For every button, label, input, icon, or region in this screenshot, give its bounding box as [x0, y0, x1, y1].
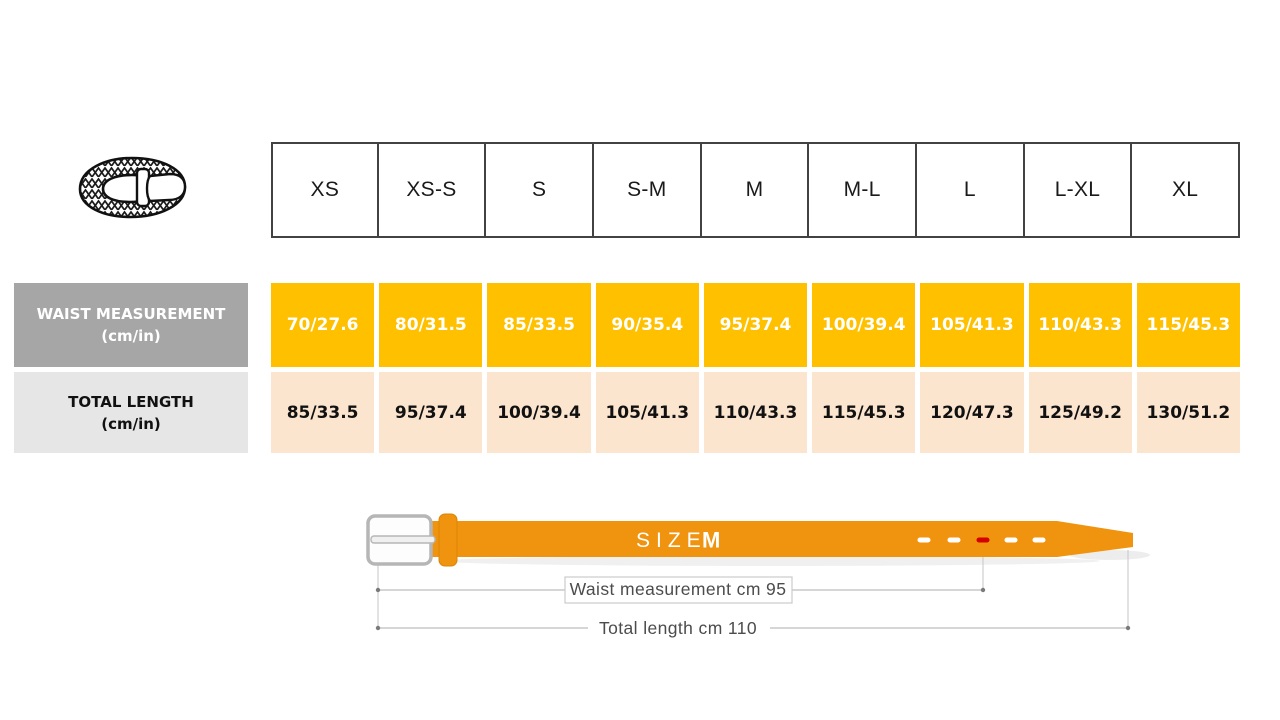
dimension-endpoint-dot [375, 625, 381, 631]
waist-value-cell: 105/41.3 [920, 283, 1024, 367]
length-value-cell: 85/33.5 [271, 372, 375, 453]
belt-tip [1057, 521, 1133, 557]
size-header-cell-sm: S-M [593, 142, 702, 238]
size-word-label: SIZE [636, 529, 707, 552]
dimension-endpoint-dot [1125, 625, 1131, 631]
belt-keeper-loop [438, 513, 458, 567]
length-label-line1: TOTAL LENGTH [68, 392, 194, 411]
size-header-cell-ml: M-L [809, 142, 917, 238]
length-value-cell: 100/39.4 [487, 372, 591, 453]
waist-value-cell: 70/27.6 [271, 283, 375, 367]
belt-hole [1032, 537, 1046, 543]
size-header-row: XS XS-S S S-M M M-L L L-XL XL [271, 142, 1240, 238]
size-values-grid: 70/27.6 80/31.5 85/33.5 90/35.4 95/37.4 … [271, 283, 1240, 453]
belt-hole [1004, 537, 1018, 543]
size-header-cell-s: S [486, 142, 594, 238]
size-value-label: M [702, 528, 720, 553]
waist-value-cell: 95/37.4 [703, 283, 808, 367]
waist-value-cell: 110/43.3 [1028, 283, 1132, 367]
waist-value-cell: 80/31.5 [379, 283, 483, 367]
length-value-cell: 110/43.3 [703, 372, 808, 453]
length-value-cell: 115/45.3 [812, 372, 916, 453]
length-value-cell: 125/49.2 [1028, 372, 1132, 453]
braided-belt-icon [78, 156, 187, 219]
waist-value-cell: 115/45.3 [1136, 283, 1240, 367]
waist-measurement-row-label: WAIST MEASUREMENT (cm/in) [14, 283, 248, 367]
length-value-cell: 130/51.2 [1136, 372, 1240, 453]
row-label-column: WAIST MEASUREMENT (cm/in) TOTAL LENGTH (… [14, 283, 248, 453]
length-note-text: Total length cm 110 [599, 618, 757, 638]
total-length-row-label: TOTAL LENGTH (cm/in) [14, 372, 248, 453]
size-header-cell-l: L [916, 142, 1025, 238]
belt-hole [917, 537, 931, 543]
waist-label-line2: (cm/in) [101, 327, 161, 345]
icon-belt-tip [145, 172, 187, 203]
dimension-endpoint-dot [980, 587, 986, 593]
length-value-cell: 105/41.3 [595, 372, 699, 453]
belt-buckle-prong [370, 535, 436, 544]
length-value-cell: 95/37.4 [379, 372, 483, 453]
belt-hole [947, 537, 961, 543]
waist-label-line1: WAIST MEASUREMENT [36, 305, 226, 323]
size-header-cell-lxl: L-XL [1024, 142, 1133, 238]
dimension-endpoint-dot [375, 587, 381, 593]
size-header-cell-xss: XS-S [378, 142, 487, 238]
belt-hole-marked [976, 537, 990, 543]
belt-measurement-diagram: SIZE M Waist measurement cm 95 Total len… [366, 513, 1150, 638]
size-header-cell-xs: XS [271, 142, 379, 238]
waist-value-cell: 100/39.4 [812, 283, 916, 367]
waist-note-box [564, 576, 793, 604]
length-value-cell: 120/47.3 [920, 372, 1024, 453]
size-header-cell-m: M [701, 142, 810, 238]
length-label-line2: (cm/in) [101, 414, 161, 433]
waist-value-cell: 85/33.5 [487, 283, 591, 367]
belt-strap [431, 521, 1057, 557]
belt-shadow [440, 556, 1100, 566]
size-header-cell-xl: XL [1132, 142, 1240, 238]
waist-note-text: Waist measurement cm 95 [570, 579, 787, 599]
waist-value-cell: 90/35.4 [595, 283, 699, 367]
